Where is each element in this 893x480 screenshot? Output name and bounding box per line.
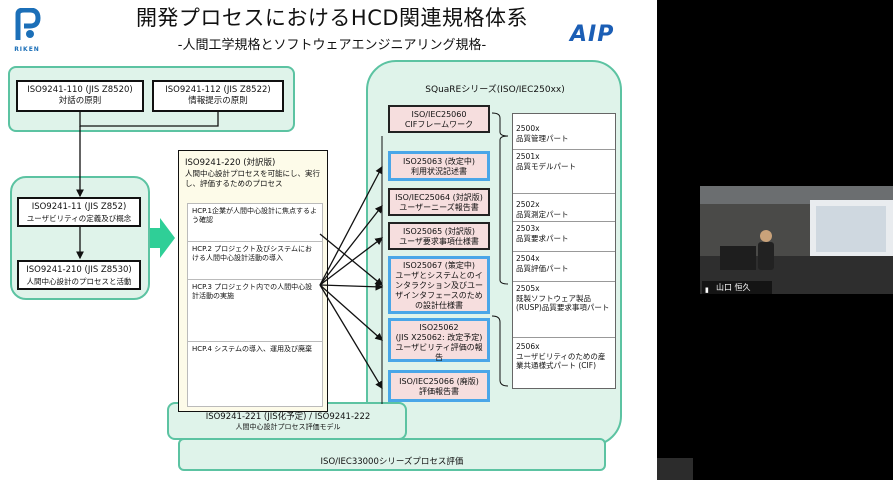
iso25065-code: ISO25065 (対訳版) xyxy=(403,227,475,236)
hcp-1: HCP.1企業が人間中心設計に焦点するよう確認 xyxy=(188,204,322,242)
part-2502x-title: 品質測定パート xyxy=(516,209,569,219)
green-arrow xyxy=(150,218,175,258)
part-2500x: 2500x 品質管理パート xyxy=(513,114,615,150)
iso9241-112-code: ISO9241-112 (JIS Z8522) xyxy=(165,85,271,95)
iso25064-code: ISO/IEC25064 (対訳版) xyxy=(395,193,483,202)
participant-name: 山口 恒久 xyxy=(716,283,751,292)
iso25067-box: ISO25067 (策定中) ユーザとシステムとのインタラクション及びユーザイン… xyxy=(388,256,490,314)
iso25060-code: ISO/IEC25060 xyxy=(411,110,467,119)
part-2504x-code: 2504x xyxy=(516,254,540,263)
part-2501x-code: 2501x xyxy=(516,152,540,161)
participant-video-feed xyxy=(700,186,893,294)
iso25065-box: ISO25065 (対訳版) ユーザ要求事項仕様書 xyxy=(388,222,490,250)
participant-thumbnail[interactable] xyxy=(657,458,693,480)
part-2501x: 2501x 品質モデルパート xyxy=(513,150,615,194)
footer-bar xyxy=(178,438,606,471)
iso9241-221-line1: ISO9241-221 (JIS化予定) / ISO9241-222 xyxy=(205,412,371,422)
iso9241-11-code: ISO9241-11 (JIS Z852) xyxy=(31,202,127,212)
part-2503x: 2503x 品質要求パート xyxy=(513,222,615,252)
iso25062-title: (JIS X25062: 改定予定) ユーザビリティ評価の報告 xyxy=(395,333,483,362)
iso25067-title: ユーザとシステムとのインタラクション及びユーザインタフェースのための設計仕様書 xyxy=(395,271,483,310)
iso25060-box: ISO/IEC25060 CIFフレームワーク xyxy=(388,105,490,133)
part-2503x-title: 品質要求パート xyxy=(516,233,569,243)
part-2500x-code: 2500x xyxy=(516,124,540,133)
slide-subtitle: -人間工学規格とソフトウェアエンジニアリング規格- xyxy=(177,38,487,53)
part-2503x-code: 2503x xyxy=(516,224,540,233)
iso9241-110-box: ISO9241-110 (JIS Z8520) 対話の原則 xyxy=(16,80,144,112)
riken-logo-text: RIKEN xyxy=(14,46,40,53)
iso9241-220-desc: 人間中心設計プロセスを可能にし、実行し、評価するためのプロセス xyxy=(185,169,320,188)
slide-title: 開発プロセスにおけるHCD関連規格体系 xyxy=(135,6,529,30)
iso25062-box: ISO25062 (JIS X25062: 改定予定) ユーザビリティ評価の報告 xyxy=(388,318,490,362)
iso9241-210-code: ISO9241-210 (JIS Z8530) xyxy=(26,265,132,275)
iso25063-box: ISO25063 (改定中) 利用状況記述書 xyxy=(388,151,490,181)
iso9241-112-box: ISO9241-112 (JIS Z8522) 情報提示の原則 xyxy=(152,80,284,112)
part-2505x: 2505x 既製ソフトウェア製品(RUSP)品質要求事項パート xyxy=(513,282,615,338)
part-2506x-code: 2506x xyxy=(516,342,540,351)
hcp-3: HCP.3 プロジェクト内での人間中心設計活動の実施 xyxy=(188,280,322,342)
part-2505x-code: 2505x xyxy=(516,284,540,293)
participant-name-label: ▮ 山口 恒久 xyxy=(702,281,772,294)
iso25066-title: 評価報告書 xyxy=(419,387,459,396)
iso25066-box: ISO/IEC25066 (廃版) 評価報告書 xyxy=(388,370,490,402)
part-2502x: 2502x 品質測定パート xyxy=(513,194,615,222)
riken-logo: RIKEN xyxy=(8,7,46,53)
iso9241-112-title: 情報提示の原則 xyxy=(188,96,248,106)
iso25064-box: ISO/IEC25064 (対訳版) ユーザーニーズ報告書 xyxy=(388,188,490,216)
iso9241-110-code: ISO9241-110 (JIS Z8520) xyxy=(27,85,133,95)
aip-logo: AIP xyxy=(570,22,626,47)
part-2502x-code: 2502x xyxy=(516,200,540,209)
signal-icon: ▮ xyxy=(705,286,709,294)
part-2504x-title: 品質評価パート xyxy=(516,263,569,273)
iso25063-code: ISO25063 (改定中) xyxy=(403,157,475,166)
iso9241-11-box: ISO9241-11 (JIS Z852) ユーザビリティの定義及び概念 xyxy=(17,197,141,227)
part-2506x-title: ユーザビリティのための産業共通様式パート (CIF) xyxy=(516,351,606,371)
square-part-list: 2500x 品質管理パート 2501x 品質モデルパート 2502x 品質測定パ… xyxy=(512,113,616,389)
iso25063-title: 利用状況記述書 xyxy=(411,167,467,176)
iso9241-220-code: ISO9241-220 (対訳版) xyxy=(185,158,276,168)
riken-logo-icon xyxy=(15,7,41,40)
part-2500x-title: 品質管理パート xyxy=(516,133,569,143)
hcp-table: HCP.1企業が人間中心設計に焦点するよう確認 HCP.2 プロジェクト及びシス… xyxy=(187,203,323,407)
part-2505x-title: 既製ソフトウェア製品(RUSP)品質要求事項パート xyxy=(516,293,610,313)
part-2504x: 2504x 品質評価パート xyxy=(513,252,615,282)
participant-video-tile[interactable] xyxy=(700,186,893,294)
iso9241-221-line2: 人間中心設計プロセス評価モデル xyxy=(235,423,341,431)
connector-lines xyxy=(76,112,509,404)
iso9241-210-box: ISO9241-210 (JIS Z8530) 人間中心設計のプロセスと活動 xyxy=(17,260,141,290)
iso25065-title: ユーザ要求事項仕様書 xyxy=(399,237,479,246)
part-2506x: 2506x ユーザビリティのための産業共通様式パート (CIF) xyxy=(513,338,615,390)
aip-logo-text: AIP xyxy=(570,22,615,47)
iso25064-title: ユーザーニーズ報告書 xyxy=(399,203,479,212)
hcp-4: HCP.4 システムの導入、運用及び廃棄 xyxy=(192,345,312,353)
hcp-2: HCP.2 プロジェクト及びシステムにおける人間中心設計活動の導入 xyxy=(188,242,322,280)
iso25066-code: ISO/IEC25066 (廃版) xyxy=(399,377,479,386)
iso25060-title: CIFフレームワーク xyxy=(404,120,474,129)
part-2501x-title: 品質モデルパート xyxy=(516,161,576,171)
iso9241-220-box: ISO9241-220 (対訳版) 人間中心設計プロセスを可能にし、実行し、評価… xyxy=(178,150,328,412)
iso9241-210-title: 人間中心設計のプロセスと活動 xyxy=(26,277,132,286)
footer-text: ISO/IEC33000シリーズプロセス評価 xyxy=(320,457,464,467)
iso9241-110-title: 対話の原則 xyxy=(58,96,102,106)
square-title: SQuaREシリーズ(ISO/IEC250xx) xyxy=(425,85,565,95)
iso9241-221-text: ISO9241-221 (JIS化予定) / ISO9241-222 人間中心設… xyxy=(170,410,406,432)
iso9241-11-title: ユーザビリティの定義及び概念 xyxy=(26,214,132,223)
iso25062-code: ISO25062 xyxy=(419,323,459,332)
iso25067-code: ISO25067 (策定中) xyxy=(403,261,475,270)
presentation-slide: RIKEN AIP 開発プロセスにおけるHCD関連規格体系 -人間工学規格とソフ… xyxy=(0,0,657,480)
